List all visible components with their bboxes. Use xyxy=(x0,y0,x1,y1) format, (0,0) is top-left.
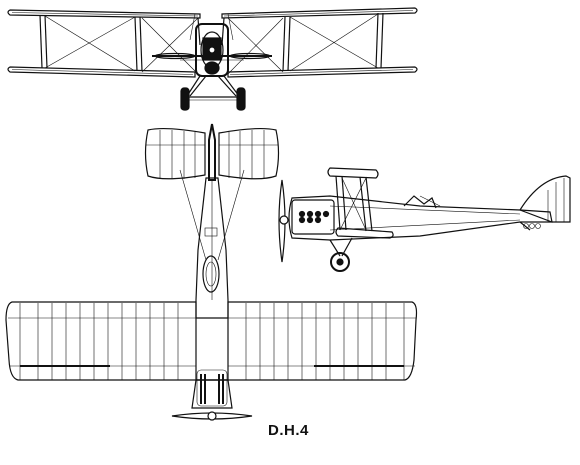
front-upper-wing xyxy=(7,9,201,19)
front-lower-wing xyxy=(7,66,196,78)
top-view xyxy=(5,123,418,421)
top-main-wing xyxy=(5,301,418,381)
top-engine xyxy=(196,369,228,407)
front-fuselage xyxy=(195,23,229,77)
front-left-wheel xyxy=(180,87,190,111)
side-upper-wing xyxy=(327,167,379,179)
side-wheel xyxy=(330,252,350,272)
top-propeller xyxy=(171,412,253,420)
front-view xyxy=(7,7,418,111)
side-rudder xyxy=(519,175,571,223)
side-engine xyxy=(291,199,335,235)
drawing-caption: D.H.4 xyxy=(268,422,309,439)
side-lower-wing xyxy=(335,227,394,239)
side-fuselage xyxy=(288,195,553,241)
top-rear-cockpit xyxy=(202,255,220,293)
front-right-wheel xyxy=(236,87,246,111)
top-tailplane xyxy=(144,127,206,180)
side-propeller xyxy=(278,179,286,263)
side-view xyxy=(278,167,571,272)
